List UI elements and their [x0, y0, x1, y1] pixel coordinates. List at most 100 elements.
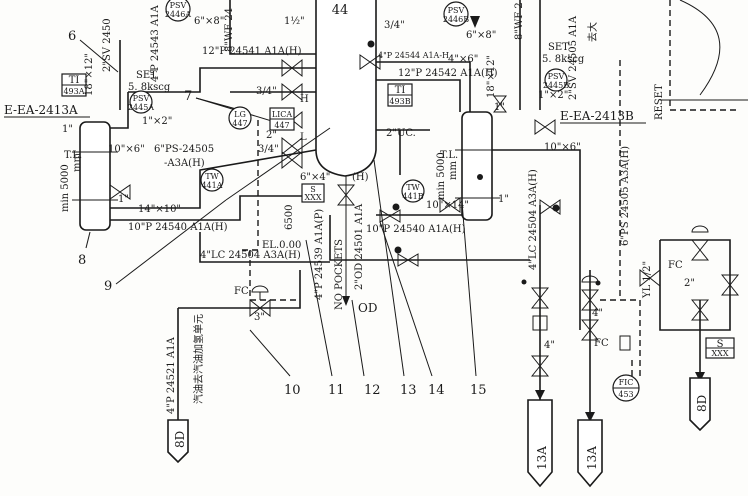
svg-text:-A3A(H): -A3A(H): [164, 158, 205, 169]
svg-text:4": 4": [592, 308, 603, 319]
instrument-s-xxx-left[interactable]: S XXX: [301, 183, 325, 203]
svg-text:PSV: PSV: [548, 72, 565, 81]
instrument-tw441a[interactable]: TW 441A: [200, 168, 224, 192]
svg-text:12"P 24542 A1A(H): 12"P 24542 A1A(H): [398, 68, 498, 79]
svg-text:2"SV 24505 A1A: 2"SV 24505 A1A: [568, 15, 579, 100]
svg-text:4"×6": 4"×6": [448, 54, 478, 65]
svg-text:YL 1/2": YL 1/2": [642, 261, 653, 299]
svg-text:6"PS 24505 A3A(H): 6"PS 24505 A3A(H): [620, 146, 631, 246]
svg-text:5. 8kscg: 5. 8kscg: [128, 82, 171, 93]
callout-14: 14: [428, 383, 445, 398]
svg-text:去大: 去大: [586, 22, 599, 42]
svg-text:FC: FC: [594, 338, 609, 349]
instrument-psv2445b[interactable]: PSV 2445B: [543, 68, 569, 92]
svg-text:18"×12": 18"×12": [486, 55, 497, 98]
svg-text:8D: 8D: [173, 431, 187, 448]
svg-text:mm: mm: [72, 153, 83, 172]
svg-text:18"×12": 18"×12": [84, 53, 95, 96]
svg-text:3/4": 3/4": [258, 144, 279, 155]
callout-7: 7: [184, 89, 192, 104]
svg-text:13A: 13A: [535, 446, 549, 470]
svg-text:10"×6": 10"×6": [544, 142, 581, 153]
svg-text:6"PS-24505: 6"PS-24505: [154, 144, 214, 155]
svg-text:4"P 24539 A1A(P): 4"P 24539 A1A(P): [314, 209, 325, 300]
callout-10: 10: [284, 383, 301, 398]
svg-text:8D: 8D: [695, 395, 709, 412]
svg-text:min 5000: min 5000: [436, 152, 447, 200]
equipment-outline: [679, 0, 721, 96]
svg-text:PSV: PSV: [448, 6, 465, 15]
junction-dots: [367, 40, 601, 286]
svg-text:PSV: PSV: [133, 94, 150, 103]
svg-text:8"WF 24: 8"WF 24: [224, 8, 235, 52]
exchanger-b: [455, 111, 500, 221]
svg-text:T.L.: T.L.: [64, 150, 82, 161]
svg-text:SET: SET: [136, 70, 157, 81]
svg-text:2"UC.: 2"UC.: [386, 128, 416, 139]
svg-text:4"P 24544 A1A-H: 4"P 24544 A1A-H: [378, 51, 449, 60]
svg-text:10"×6": 10"×6": [108, 144, 145, 155]
svg-text:6500: 6500: [284, 205, 295, 230]
callout-9: 9: [104, 279, 112, 294]
svg-text:1"×2": 1"×2": [538, 90, 568, 101]
svg-text:XXX: XXX: [304, 193, 321, 202]
svg-text:T.L.: T.L.: [440, 150, 458, 161]
svg-text:447: 447: [232, 119, 247, 128]
svg-text:XXX: XXX: [711, 349, 728, 358]
svg-text:FIC: FIC: [619, 378, 634, 387]
svg-text:2445B: 2445B: [543, 81, 569, 90]
instrument-lg447[interactable]: LG 447: [228, 106, 252, 130]
line-labels: 44 1½" 3/4" 3/4" 3/4" 2" 6"×8" 6"×8" 8"W…: [4, 2, 709, 470]
svg-text:2446B: 2446B: [443, 15, 469, 24]
process-piping: [110, 0, 731, 430]
instrument-psv2446b[interactable]: PSV 2446B: [443, 1, 469, 27]
svg-text:TW: TW: [406, 183, 420, 192]
svg-text:493B: 493B: [389, 97, 410, 106]
svg-text:4": 4": [544, 340, 555, 351]
svg-text:(H): (H): [352, 172, 369, 183]
svg-text:2445A: 2445A: [128, 103, 154, 112]
svg-text:1": 1": [494, 102, 505, 113]
svg-text:14"×10": 14"×10": [138, 204, 181, 215]
callout-13: 13: [400, 383, 417, 398]
instrument-tw441b[interactable]: TW 441B: [401, 179, 425, 203]
svg-text:493A: 493A: [63, 87, 84, 96]
svg-text:FC: FC: [234, 286, 249, 297]
instrument-lica447[interactable]: LICA 447: [269, 107, 295, 131]
callout-8: 8: [78, 253, 86, 268]
instrument-ti493b[interactable]: TI 493B: [387, 83, 413, 107]
svg-text:TI: TI: [395, 85, 406, 96]
svg-text:S: S: [310, 185, 315, 194]
svg-text:NO POCKETS: NO POCKETS: [334, 239, 345, 310]
svg-text:LICA: LICA: [272, 110, 293, 119]
central-drum: [315, 0, 377, 300]
instrument-ti493a[interactable]: TI 493A: [61, 73, 87, 97]
svg-text:3/4": 3/4": [384, 20, 405, 31]
exchanger-a: [72, 121, 118, 231]
svg-text:LG: LG: [234, 110, 246, 119]
svg-text:TI: TI: [69, 75, 80, 86]
svg-text:2446A: 2446A: [165, 10, 191, 19]
svg-text:453: 453: [618, 390, 633, 399]
svg-text:TW: TW: [205, 172, 219, 181]
svg-text:1": 1": [62, 124, 73, 135]
svg-text:min 5000: min 5000: [60, 164, 71, 212]
instrument-psv2445a[interactable]: PSV 2445A: [128, 90, 154, 114]
svg-text:8"WF 2: 8"WF 2: [514, 2, 525, 40]
svg-text:E-EA-2413A: E-EA-2413A: [4, 103, 78, 117]
svg-text:SET: SET: [548, 42, 569, 53]
instrument-fic453[interactable]: FIC 453: [612, 374, 640, 402]
svg-text:6"×8": 6"×8": [466, 30, 496, 41]
svg-text:汽油去汽油加氢单元: 汽油去汽油加氢单元: [192, 314, 205, 404]
svg-text:1": 1": [498, 194, 509, 205]
svg-text:441A: 441A: [201, 181, 222, 190]
instrument-s-xxx-right[interactable]: S XXX: [705, 337, 735, 359]
instrument-psv2446a[interactable]: PSV 2446A: [165, 0, 191, 22]
svg-text:H: H: [300, 94, 309, 105]
svg-text:2": 2": [266, 130, 277, 141]
small-box-fc: [619, 335, 631, 351]
svg-text:OD: OD: [358, 301, 377, 315]
svg-text:441B: 441B: [402, 192, 423, 201]
